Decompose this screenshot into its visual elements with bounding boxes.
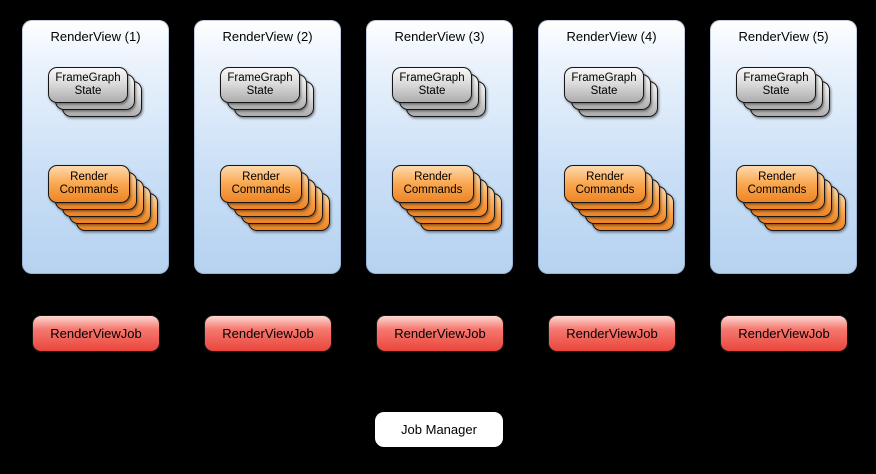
- panel-title: RenderView (4): [566, 29, 657, 44]
- job-manager-box: Job Manager: [375, 412, 503, 447]
- framegraph-state-card: FrameGraph State: [736, 67, 816, 103]
- framegraph-state-stack: FrameGraph State: [736, 67, 832, 119]
- framegraph-state-stack: FrameGraph State: [564, 67, 660, 119]
- render-commands-card: Render Commands: [48, 165, 130, 203]
- renderviewjob-box-3: RenderViewJob: [376, 315, 504, 352]
- framegraph-state-stack: FrameGraph State: [48, 67, 144, 119]
- renderview-panel-1: RenderView (1) FrameGraph State Render C…: [22, 20, 169, 274]
- panel-title: RenderView (2): [222, 29, 313, 44]
- render-commands-stack: Render Commands: [220, 165, 332, 233]
- render-commands-card: Render Commands: [220, 165, 302, 203]
- panel-title: RenderView (1): [50, 29, 141, 44]
- renderview-panel-2: RenderView (2) FrameGraph State Render C…: [194, 20, 341, 274]
- renderview-panel-4: RenderView (4) FrameGraph State Render C…: [538, 20, 685, 274]
- render-commands-stack: Render Commands: [48, 165, 160, 233]
- render-commands-stack: Render Commands: [564, 165, 676, 233]
- renderviewjob-box-1: RenderViewJob: [32, 315, 160, 352]
- framegraph-state-card: FrameGraph State: [392, 67, 472, 103]
- render-commands-stack: Render Commands: [392, 165, 504, 233]
- framegraph-state-stack: FrameGraph State: [220, 67, 316, 119]
- framegraph-state-card: FrameGraph State: [220, 67, 300, 103]
- renderview-panel-5: RenderView (5) FrameGraph State Render C…: [710, 20, 857, 274]
- render-commands-stack: Render Commands: [736, 165, 848, 233]
- framegraph-state-card: FrameGraph State: [48, 67, 128, 103]
- framegraph-state-card: FrameGraph State: [564, 67, 644, 103]
- renderviewjob-box-5: RenderViewJob: [720, 315, 848, 352]
- render-commands-card: Render Commands: [392, 165, 474, 203]
- renderviewjob-box-4: RenderViewJob: [548, 315, 676, 352]
- renderview-panel-3: RenderView (3) FrameGraph State Render C…: [366, 20, 513, 274]
- render-commands-card: Render Commands: [736, 165, 818, 203]
- render-commands-card: Render Commands: [564, 165, 646, 203]
- framegraph-state-stack: FrameGraph State: [392, 67, 488, 119]
- panel-title: RenderView (5): [738, 29, 829, 44]
- renderviewjob-box-2: RenderViewJob: [204, 315, 332, 352]
- panel-title: RenderView (3): [394, 29, 485, 44]
